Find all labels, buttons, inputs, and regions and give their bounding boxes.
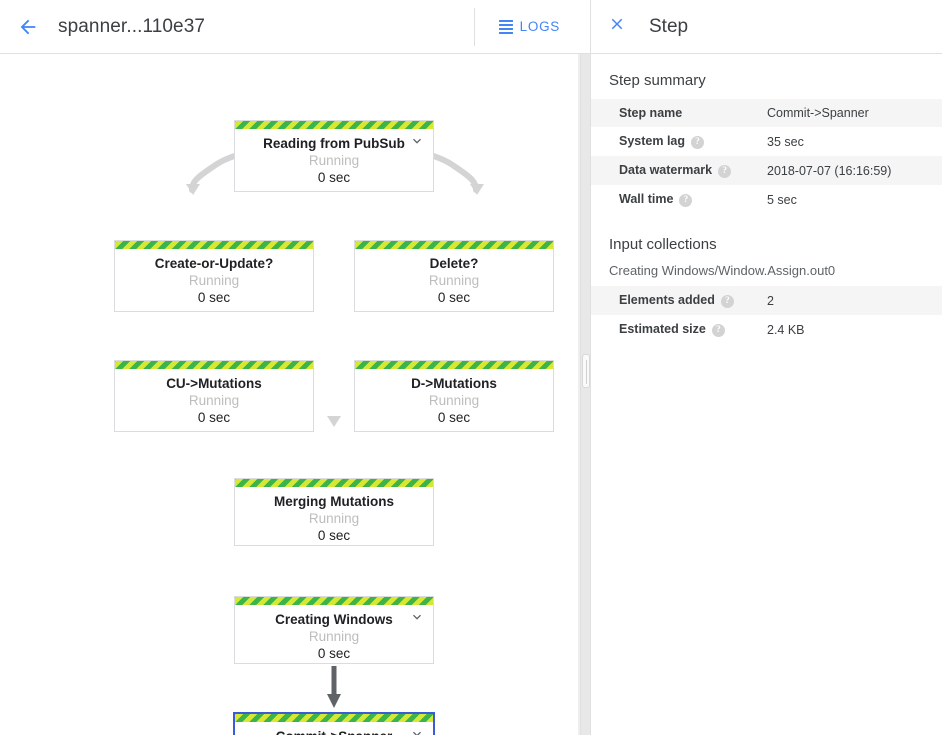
job-header: spanner...110e37 LOGS — [0, 0, 590, 54]
help-icon[interactable]: ? — [691, 136, 705, 149]
step-summary-row: System lag? 35 sec — [591, 127, 942, 156]
node-progress-stripe — [235, 597, 433, 605]
section-spacer — [591, 214, 942, 236]
step-summary-label: Step name — [619, 106, 683, 120]
chevron-down-icon[interactable] — [409, 133, 425, 149]
node-elapsed-time: 0 sec — [437, 410, 471, 425]
step-summary-value: 35 sec — [767, 134, 804, 149]
chevron-down-icon[interactable] — [409, 609, 425, 625]
input-collection-value: 2 — [767, 293, 774, 308]
step-summary-value: 2018-07-07 (16:16:59) — [767, 163, 892, 178]
help-icon[interactable]: ? — [711, 324, 725, 337]
node-status: Running — [428, 273, 480, 288]
node-title: Merging Mutations — [274, 494, 394, 509]
node-status: Running — [308, 511, 360, 526]
node-title: Create-or-Update? — [154, 256, 274, 271]
node-title: D->Mutations — [411, 376, 497, 391]
node-progress-stripe — [235, 714, 433, 722]
node-status: Running — [188, 273, 240, 288]
node-progress-stripe — [115, 361, 313, 369]
node-status: Running — [188, 393, 240, 408]
node-elapsed-time: 0 sec — [197, 290, 231, 305]
help-icon[interactable]: ? — [720, 295, 734, 308]
step-panel-title: Step — [649, 15, 689, 37]
step-summary-label: Wall time? — [591, 185, 763, 214]
node-elapsed-time: 0 sec — [437, 290, 471, 305]
logs-list-icon — [498, 19, 513, 34]
step-summary-label: System lag? — [591, 127, 763, 156]
splitter-grip[interactable] — [582, 354, 590, 388]
graph-node-create-or-update[interactable]: Create-or-Update? Running 0 sec — [114, 240, 314, 312]
close-button[interactable] — [597, 7, 637, 47]
step-summary-value: 5 sec — [767, 192, 797, 207]
node-progress-stripe — [355, 361, 553, 369]
node-status: Running — [428, 393, 480, 408]
node-progress-stripe — [355, 241, 553, 249]
logs-button[interactable]: LOGS — [491, 13, 568, 40]
header-actions: LOGS — [473, 0, 590, 53]
step-details-pane: Step Step summary Step name Commit->Spann… — [590, 0, 942, 735]
step-summary-row: Wall time? 5 sec — [591, 185, 942, 214]
node-elapsed-time: 0 sec — [317, 170, 351, 185]
node-status: Running — [308, 629, 360, 644]
input-collections-heading: Input collections — [609, 236, 717, 253]
back-button[interactable] — [4, 3, 52, 51]
node-elapsed-time: 0 sec — [197, 410, 231, 425]
step-summary-row: Step name Commit->Spanner — [591, 99, 942, 127]
node-status: Running — [308, 153, 360, 168]
node-progress-stripe — [115, 241, 313, 249]
input-collection-row: Estimated size? 2.4 KB — [591, 315, 942, 344]
input-collection-value: 2.4 KB — [767, 322, 805, 337]
close-icon — [608, 15, 626, 38]
node-progress-stripe — [235, 479, 433, 487]
input-collection-name: Creating Windows/Window.Assign.out0 — [609, 263, 836, 278]
logs-button-label: LOGS — [519, 19, 560, 34]
page-title: spanner...110e37 — [58, 15, 206, 37]
step-summary-label: Data watermark? — [591, 156, 763, 185]
chevron-down-icon[interactable] — [409, 726, 425, 735]
help-icon[interactable]: ? — [718, 165, 732, 178]
job-graph-pane: spanner...110e37 LOGS — [0, 0, 590, 735]
node-title: Creating Windows — [275, 612, 393, 627]
node-title: Delete? — [429, 256, 479, 271]
node-progress-stripe — [235, 121, 433, 129]
node-title: Reading from PubSub — [263, 136, 405, 151]
step-summary-row: Data watermark? 2018-07-07 (16:16:59) — [591, 156, 942, 185]
node-title: Commit->Spanner — [235, 728, 433, 735]
graph-node-commit-spanner[interactable]: Commit->SpannerPart running5 sec — [233, 712, 435, 735]
pane-splitter[interactable] — [580, 54, 590, 735]
step-panel-header: Step — [591, 0, 942, 54]
input-collection-label: Elements added? — [591, 286, 763, 315]
input-collection-label: Estimated size? — [591, 315, 763, 344]
input-collection-row: Elements added? 2 — [591, 286, 942, 315]
graph-node-delete[interactable]: Delete? Running 0 sec — [354, 240, 554, 312]
pane-scroll-edge — [578, 54, 580, 735]
step-summary-heading: Step summary — [609, 72, 706, 89]
node-title: CU->Mutations — [166, 376, 262, 391]
step-summary-value: Commit->Spanner — [767, 106, 869, 120]
node-elapsed-time: 0 sec — [317, 528, 351, 543]
header-divider — [473, 7, 475, 46]
arrow-left-icon — [17, 16, 39, 38]
node-elapsed-time: 0 sec — [317, 646, 351, 661]
help-icon[interactable]: ? — [679, 194, 693, 207]
